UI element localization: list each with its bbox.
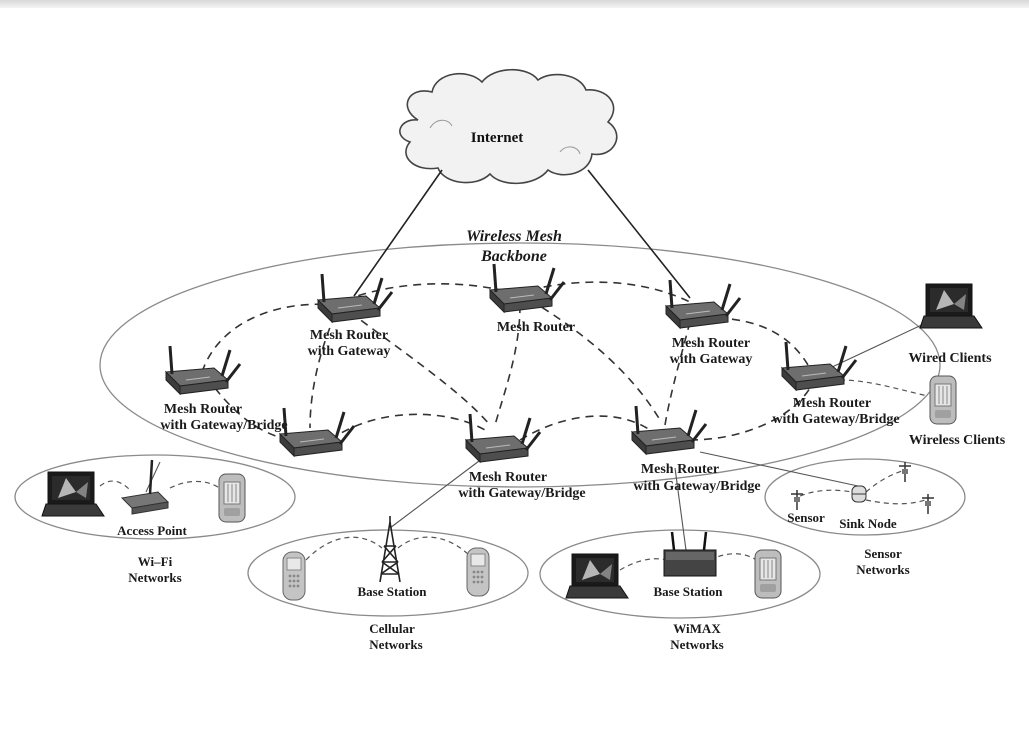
sink-node-label: Sink Node [839,516,897,531]
wired-client-laptop-icon [919,283,983,329]
wifi-pda-icon [218,473,246,523]
router-bridge-center-right-label-line1: Mesh Router [641,462,719,477]
internet-link-left [353,169,443,297]
access-point-label: Access Point [117,523,187,538]
wireless-clients-label: Wireless Clients [909,433,1006,448]
router-bridge-center-label-line1: Mesh Router [469,470,547,485]
router-gateway-2-label-line1: Mesh Router [672,336,750,351]
router-gateway-1-label-line1: Mesh Router [310,328,388,343]
router-gateway-2 [664,278,742,330]
wimax-base-station-label: Base Station [654,584,724,599]
router-bridge-right-label-line1: Mesh Router [793,396,871,411]
router-bridge-center-label-line2: with Gateway/Bridge [458,486,585,501]
wifi-ellipse [14,454,296,540]
router-bridge-center-right-label-line2: with Gateway/Bridge [633,479,760,494]
sensor-node-3-icon [921,493,935,515]
router-bridge-center [464,412,542,464]
router-bridge-left-label-line2: with Gateway/Bridge [160,418,287,433]
sensor-networks-label-line1: Sensor [864,546,902,561]
router-gateway-1 [316,272,394,324]
wireless-client-pda-icon [929,375,957,425]
router-bridge-right-label-line2: with Gateway/Bridge [772,412,899,427]
cellular-phone-left-icon [282,551,306,601]
wimax-networks-label-line2: Networks [670,637,723,652]
cell-tower-icon [379,516,401,583]
backbone-label-line2: Backbone [480,248,547,265]
wired-clients-label: Wired Clients [908,351,992,366]
access-links [99,321,929,571]
internet-label: Internet [471,130,524,146]
wimax-laptop-icon [565,553,629,599]
access-point-icon [120,459,170,515]
wifi-laptop-icon [41,471,105,517]
router-plain [488,262,566,314]
router-bridge-left [164,344,242,396]
wimax-base-station-icon [663,531,717,577]
top-bar [0,0,1029,8]
sensor-networks-label-line2: Networks [856,562,909,577]
wifi-networks-label-line2: Networks [128,570,181,585]
router-bridge-right [780,340,858,392]
backbone-ellipse [99,242,941,488]
wimax-networks-label-line1: WiMAX [673,621,721,636]
cellular-networks-label-line2: Networks [369,637,422,652]
sensor-label: Sensor [787,510,825,525]
internet-link-right [587,169,691,299]
wifi-networks-label-line1: Wi–Fi [138,554,173,569]
wimax-ellipse [539,529,821,619]
internet-cloud [399,69,618,185]
sink-node-icon [851,485,867,503]
router-plain-label: Mesh Router [497,320,575,335]
cellular-phone-right-icon [466,547,490,597]
cellular-networks-label-line1: Cellular [369,621,415,636]
backbone-label-line1: Wireless Mesh [466,228,562,245]
sensor-node-1-icon [790,489,804,511]
wimax-pda-icon [754,549,782,599]
router-bridge-center-right [630,404,708,456]
router-gateway-1-label-line2: with Gateway [308,344,391,359]
cellular-base-station-label: Base Station [358,584,428,599]
sensor-ellipse [764,458,966,536]
router-bridge-left-label-line1: Mesh Router [164,402,242,417]
router-gateway-2-label-line2: with Gateway [670,352,753,367]
